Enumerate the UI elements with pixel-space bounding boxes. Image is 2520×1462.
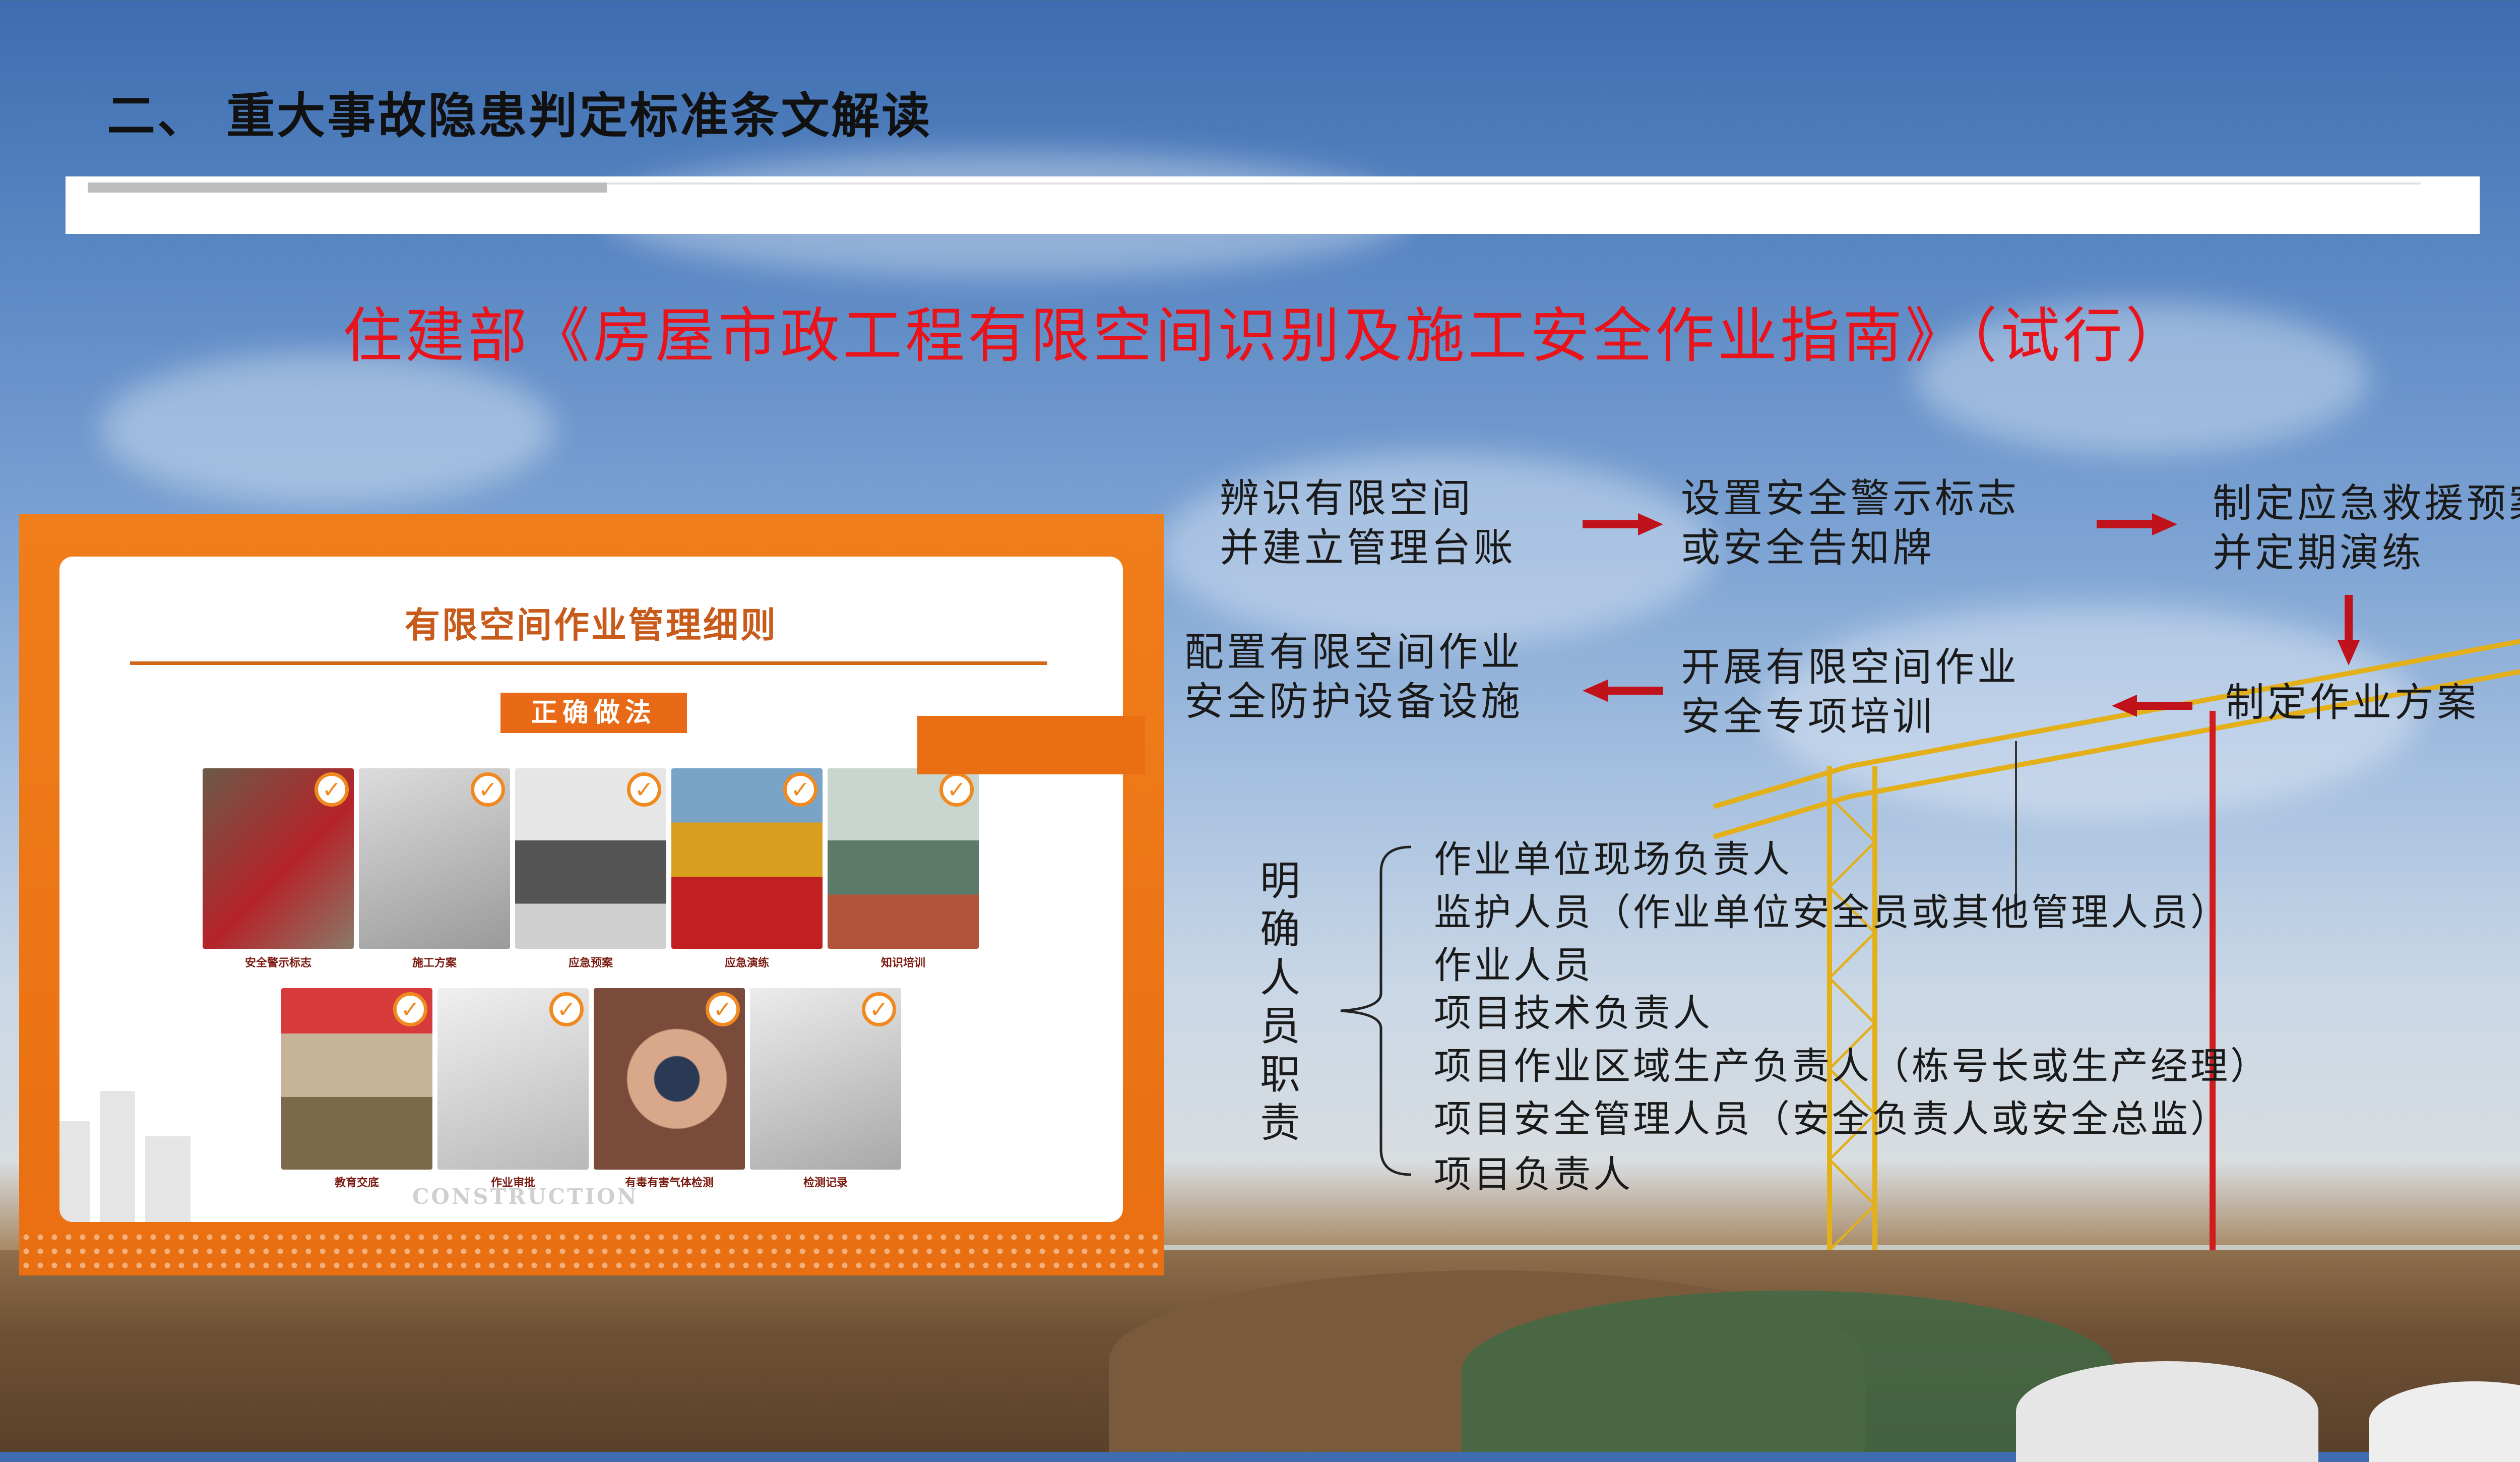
- panel-corner-tab: [917, 716, 1145, 774]
- panel-divider: [130, 661, 1047, 665]
- flow-step-2-line2: 或安全告知牌: [1681, 525, 1935, 571]
- photo-detection-record: ✓: [750, 988, 901, 1170]
- panel-heading: 有限空间作业管理细则: [405, 604, 778, 646]
- role-item: 项目安全管理人员（安全负责人或安全总监）: [1434, 1098, 2230, 1141]
- construction-watermark: CONSTRUCTION: [412, 1184, 639, 1209]
- roles-heading: 明确人员职责: [1260, 858, 1300, 1146]
- flow-step-3-line2: 并定期演练: [2213, 530, 2425, 576]
- role-item: 项目负责人: [1434, 1153, 1633, 1196]
- flow-step-6: 配置有限空间作业 安全防护设备设施: [1184, 628, 1523, 726]
- photo-caption: 检测记录: [803, 1177, 848, 1189]
- arrow-left-icon: [2112, 695, 2192, 717]
- flow-step-1-line1: 辨识有限空间: [1220, 476, 1474, 521]
- guideline-title: 住建部《房屋市政工程有限空间识别及施工安全作业指南》（试行）: [343, 301, 2188, 371]
- photo-emergency-plan: ✓: [515, 768, 666, 949]
- photo-caption: 有毒有害气体检测: [624, 1177, 714, 1189]
- flow-step-3-line1: 制定应急救援预案: [2213, 481, 2520, 526]
- flow-step-1-line2: 并建立管理台账: [1220, 525, 1517, 571]
- photo-gas-detection: ✓: [594, 988, 745, 1170]
- slide-title: 二、 重大事故隐患判定标准条文解读: [107, 88, 932, 144]
- flow-step-2-line1: 设置安全警示标志: [1681, 476, 2020, 521]
- check-icon: ✓: [393, 992, 427, 1026]
- photo-construction-plan: ✓: [359, 768, 510, 949]
- check-icon: ✓: [706, 992, 740, 1026]
- check-icon: ✓: [862, 992, 896, 1026]
- role-item: 监护人员（作业单位安全员或其他管理人员）: [1434, 891, 2230, 934]
- skyline-building: [145, 1136, 191, 1222]
- management-rules-card: 有限空间作业管理细则 正确做法 ✓ ✓ ✓ ✓ ✓ 安全警示标志 施工方案 应急…: [59, 557, 1123, 1222]
- role-item: 作业人员: [1434, 944, 1593, 987]
- photo-emergency-drill: ✓: [671, 768, 823, 949]
- check-icon: ✓: [939, 772, 974, 807]
- flow-step-6-line2: 安全防护设备设施: [1184, 679, 1524, 724]
- title-bar-accent: [88, 182, 607, 193]
- arrow-right-icon: [2097, 513, 2177, 535]
- photo-caption: 安全警示标志: [244, 957, 311, 969]
- photo-caption: 施工方案: [412, 957, 457, 969]
- photo-training: ✓: [828, 768, 979, 949]
- photo-warning-sign: ✓: [203, 768, 354, 949]
- title-underline-bar: [66, 176, 2480, 234]
- flow-step-4-line1: 制定作业方案: [2225, 680, 2480, 725]
- flow-step-5-line1: 开展有限空间作业: [1681, 645, 2020, 690]
- role-item: 作业单位现场负责人: [1434, 838, 1792, 881]
- photo-caption: 作业审批: [490, 1177, 535, 1189]
- title-bar-line: [607, 182, 2421, 185]
- photo-caption: 应急预案: [568, 957, 613, 969]
- flow-step-3: 制定应急救援预案 并定期演练: [2213, 479, 2520, 578]
- skyline-building: [100, 1091, 135, 1222]
- skyline-building: [59, 1121, 90, 1222]
- green-net-mound: [1462, 1291, 2117, 1452]
- check-icon: ✓: [314, 772, 349, 807]
- cloud: [1915, 302, 2369, 454]
- arrow-left-icon: [1583, 680, 1663, 702]
- check-icon: ✓: [627, 772, 661, 807]
- flow-step-1: 辨识有限空间 并建立管理台账: [1220, 474, 1516, 573]
- arrow-down-icon: [2338, 595, 2360, 665]
- car: [2016, 1361, 2318, 1462]
- flow-step-5-line2: 安全专项培训: [1681, 694, 1935, 740]
- check-icon: ✓: [549, 992, 584, 1026]
- photo-work-approval: ✓: [437, 988, 589, 1170]
- flow-step-6-line1: 配置有限空间作业: [1184, 630, 1524, 675]
- left-brace-icon: [1340, 845, 1412, 1176]
- role-item: 项目技术负责人: [1434, 992, 1713, 1035]
- cloud: [1159, 454, 1714, 645]
- flow-step-4: 制定作业方案: [2225, 678, 2479, 727]
- photo-caption: 教育交底: [334, 1177, 379, 1189]
- photo-caption: 应急演练: [724, 957, 769, 969]
- management-rules-image: 有限空间作业管理细则 正确做法 ✓ ✓ ✓ ✓ ✓ 安全警示标志 施工方案 应急…: [19, 514, 1164, 1275]
- flow-step-5: 开展有限空间作业 安全专项培训: [1681, 643, 2020, 742]
- photo-safety-briefing: ✓: [281, 988, 432, 1170]
- flow-step-2: 设置安全警示标志 或安全告知牌: [1681, 474, 2020, 573]
- photo-caption: 知识培训: [880, 957, 925, 969]
- panel-dot-pattern: [19, 1230, 1164, 1275]
- cloud: [101, 353, 554, 504]
- check-icon: ✓: [783, 772, 817, 807]
- check-icon: ✓: [471, 772, 505, 807]
- arrow-right-icon: [1583, 513, 1663, 535]
- role-item: 项目作业区域生产负责人（栋号长或生产经理）: [1434, 1045, 2270, 1088]
- panel-badge: 正确做法: [500, 693, 687, 733]
- tower-crane-image: [1713, 639, 2520, 1275]
